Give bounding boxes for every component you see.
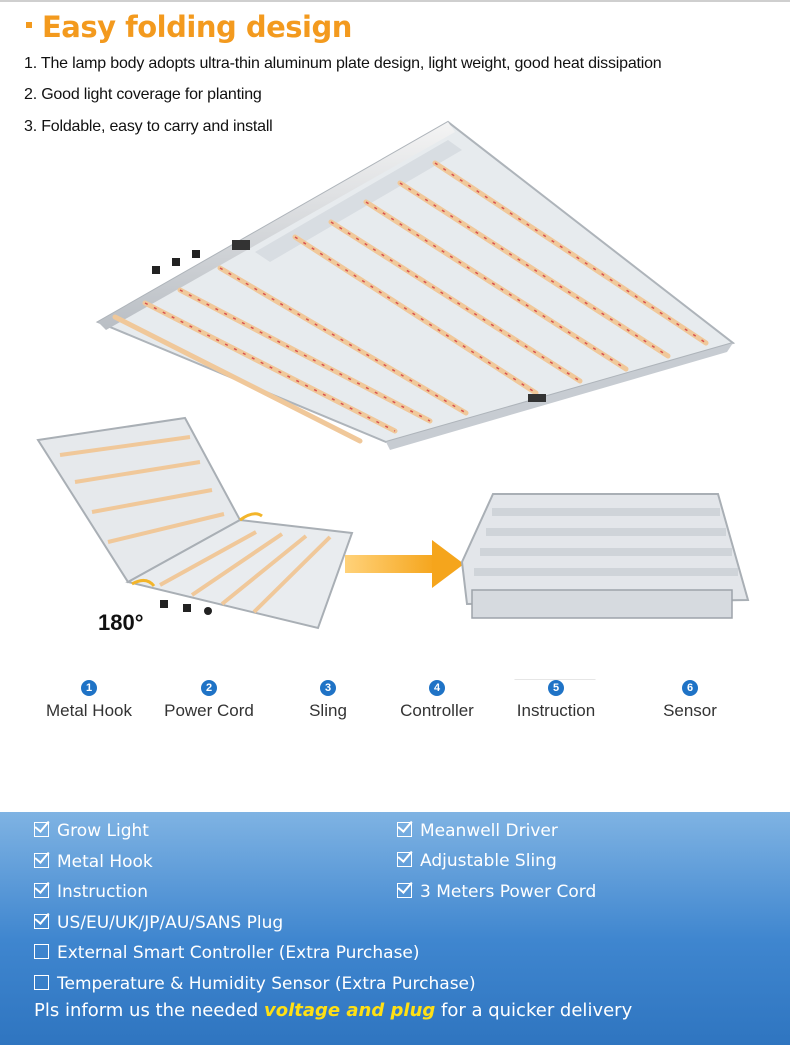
arrow-right-icon <box>345 540 464 588</box>
checkbox-empty-icon <box>34 975 49 990</box>
package-item: Meanwell Driver <box>397 821 558 841</box>
checkbox-checked-icon <box>34 883 49 898</box>
badge-4: 4 <box>429 680 445 696</box>
feature-1: 1. The lamp body adopts ultra-thin alumi… <box>24 55 662 72</box>
section-title: Easy folding design <box>26 10 352 44</box>
lamp-folding <box>36 416 354 630</box>
extra-item: External Smart Controller (Extra Purchas… <box>34 943 420 963</box>
bullet-icon <box>26 22 32 28</box>
accessory-label: Sling <box>309 701 347 720</box>
package-item: Grow Light <box>34 821 149 841</box>
checkbox-empty-icon <box>34 944 49 959</box>
accessory-label: Sensor <box>663 701 717 720</box>
feature-2: 2. Good light coverage for planting <box>24 86 262 103</box>
lamp-unfolded <box>95 120 736 450</box>
accessory-label: Metal Hook <box>46 701 132 720</box>
accessory-label: Power Cord <box>164 701 254 720</box>
badge-1: 1 <box>81 680 97 696</box>
checkbox-checked-icon <box>397 883 412 898</box>
lamp-folded <box>460 493 750 619</box>
badge-3: 3 <box>320 680 336 696</box>
delivery-note: Pls inform us the needed voltage and plu… <box>34 1000 633 1021</box>
checkbox-checked-icon <box>397 852 412 867</box>
package-item: 3 Meters Power Cord <box>397 882 596 902</box>
feature-3: 3. Foldable, easy to carry and install <box>24 118 273 135</box>
extra-item: Temperature & Humidity Sensor (Extra Pur… <box>34 974 476 994</box>
package-item: Instruction <box>34 882 148 902</box>
checkbox-checked-icon <box>34 822 49 837</box>
package-list-panel <box>0 812 790 1045</box>
note-highlight: voltage and plug <box>264 1000 436 1021</box>
badge-6: 6 <box>682 680 698 696</box>
badge-2: 2 <box>201 680 217 696</box>
title-text: Easy folding design <box>42 10 352 44</box>
checkbox-checked-icon <box>34 914 49 929</box>
badge-5: 5 <box>548 680 564 696</box>
checkbox-checked-icon <box>34 853 49 868</box>
accessory-label: Controller <box>400 701 474 720</box>
package-item: Metal Hook <box>34 852 153 872</box>
accessory-label: Instruction <box>516 701 596 720</box>
product-illustration: 180° <box>36 120 750 680</box>
package-item: US/EU/UK/JP/AU/SANS Plug <box>34 913 283 933</box>
angle-label: 180° <box>98 610 144 635</box>
top-divider <box>0 0 790 2</box>
checkbox-checked-icon <box>397 822 412 837</box>
package-item: Adjustable Sling <box>397 851 557 871</box>
